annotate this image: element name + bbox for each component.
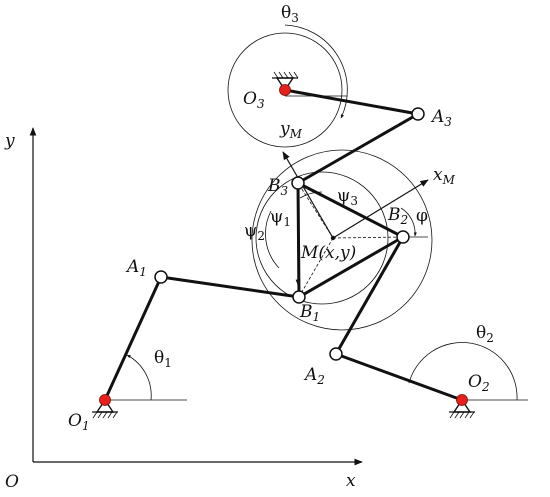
link-o2-a2 — [335, 352, 463, 402]
label-b2: B2 — [387, 205, 408, 227]
crank-circle-3 — [227, 32, 343, 148]
psi2-arc — [265, 210, 280, 269]
joint-a1 — [154, 270, 168, 284]
label-theta3: θ3 — [281, 3, 299, 25]
link-o3-a3 — [284, 88, 419, 116]
center-to-b2 — [332, 236, 404, 239]
global-axes: y x O — [4, 127, 363, 492]
linkages — [103, 88, 463, 402]
theta1-arc — [126, 354, 152, 401]
ground-hatch-o2 — [449, 411, 475, 419]
label-psi2: ψ2 — [244, 221, 265, 243]
psi3-arc — [299, 191, 323, 199]
label-psi1: ψ1 — [270, 207, 291, 229]
angle-arcs — [126, 24, 518, 401]
label-a1: A1 — [125, 257, 147, 279]
label-o2: O2 — [468, 372, 490, 394]
pivot-dot-o1 — [99, 394, 111, 406]
label-theta2: θ2 — [476, 323, 494, 345]
workspace-circles — [227, 32, 433, 331]
label-b3: B3 — [267, 176, 289, 198]
pivot-o2 — [449, 394, 475, 419]
moving-platform — [282, 151, 429, 300]
ym-axis — [282, 151, 334, 239]
ground-hatch-o3 — [273, 71, 299, 79]
x-axis-label: x — [346, 471, 356, 491]
origin-label: O — [5, 472, 19, 492]
theta3-arc — [284, 24, 348, 119]
link-a3-b3 — [297, 112, 419, 185]
joint-b2 — [396, 230, 410, 244]
joints — [154, 107, 425, 361]
joint-b3 — [291, 176, 305, 190]
label-b1: B1 — [299, 302, 320, 324]
link-a1-b1 — [160, 275, 300, 299]
label-o1: O1 — [68, 411, 90, 433]
y-axis-label: y — [4, 131, 15, 151]
ground-hatch-o1 — [92, 411, 118, 419]
platform-inner-circle — [255, 171, 389, 305]
pivot-dot-o2 — [456, 394, 468, 406]
pivot-o3 — [272, 71, 299, 96]
platform-outer-circle — [251, 149, 433, 331]
joint-a3 — [411, 107, 425, 121]
label-center-m: M(x,y) — [300, 243, 356, 263]
link-a2-b2 — [334, 236, 405, 355]
label-xm: xM — [433, 165, 456, 187]
theta2-arc — [408, 342, 518, 401]
joint-a2 — [329, 347, 343, 361]
pivot-dot-o3 — [279, 84, 291, 96]
label-a2: A2 — [303, 365, 325, 387]
joint-b1 — [292, 290, 306, 304]
label-ym: yM — [279, 119, 303, 141]
pivot-o1 — [92, 394, 118, 419]
phi-arc — [400, 207, 417, 237]
label-theta1: θ1 — [154, 348, 172, 370]
link-o1-a1 — [103, 276, 163, 401]
center-to-b1 — [298, 237, 334, 298]
label-phi: φ — [416, 206, 428, 226]
label-o3: O3 — [243, 89, 265, 111]
xm-axis — [332, 179, 429, 239]
label-a3: A3 — [430, 107, 452, 129]
label-psi3: ψ3 — [337, 186, 358, 208]
